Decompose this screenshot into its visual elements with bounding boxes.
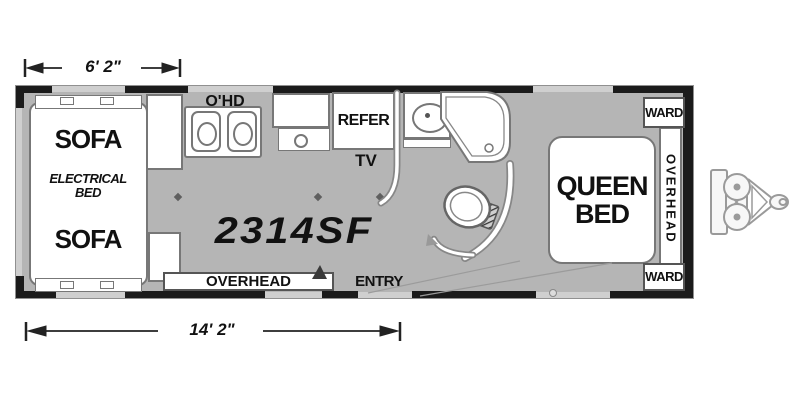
overhead-cabinet-strip-label: OVERHEAD <box>663 153 679 244</box>
wall-segment <box>412 291 536 298</box>
sofa-bed <box>29 102 148 286</box>
propane-tank-icon <box>723 173 751 201</box>
trailer-hitch <box>710 169 789 235</box>
wall-segment <box>125 86 188 93</box>
burner-ring-icon <box>233 122 253 146</box>
wall-segment <box>273 86 533 93</box>
sofa-back-top <box>35 95 142 109</box>
model-number-label: 2314SF <box>214 210 374 251</box>
wardrobe-top: WARD <box>643 97 685 128</box>
sofa-back-tab <box>100 97 114 105</box>
queen-bed-label-2: BED <box>574 199 630 229</box>
kitchen-counter <box>272 93 330 128</box>
wall-right <box>683 86 693 298</box>
refrigerator-label: REFER <box>337 111 390 129</box>
overhead-cabinet-bottom: OVERHEAD <box>163 272 334 291</box>
sofa-back-tab <box>60 281 74 289</box>
sofa-top-label: SOFA <box>54 124 123 154</box>
entry-label: ENTRY <box>355 273 403 290</box>
bath-vanity-shelf <box>403 139 451 148</box>
electrical-bed-line1: ELECTRICAL <box>49 171 127 186</box>
bath-vanity <box>403 92 451 139</box>
kitchen-sink <box>278 128 330 151</box>
bath-sink-drain-icon <box>425 113 430 118</box>
sofa-back-tab <box>60 97 74 105</box>
wall-segment <box>613 86 693 93</box>
electrical-bed-line2: BED <box>75 184 101 200</box>
sofa-bottom-label: SOFA <box>54 224 123 254</box>
wall-segment <box>16 291 56 298</box>
sofa-back-bottom <box>35 278 142 292</box>
sofa-back-tab <box>100 281 114 289</box>
tv-label: TV <box>355 151 377 170</box>
wall-segment <box>610 291 693 298</box>
range-burner-icon <box>227 111 257 152</box>
sink-drain-icon <box>294 134 308 148</box>
wall-segment <box>16 86 24 108</box>
propane-tank-icon <box>723 203 751 231</box>
range-burner-icon <box>191 111 221 152</box>
hitch-coupler-icon <box>769 194 789 210</box>
bath-sink-icon <box>412 103 448 133</box>
wardrobe-bottom: WARD <box>643 263 685 291</box>
dimension-front-width-label: 6' 2" <box>85 57 121 76</box>
wall-segment <box>16 276 24 298</box>
queen-bed: QUEEN BED <box>548 136 656 264</box>
wardrobe-top-label: WARD <box>645 104 683 120</box>
queen-bed-label-1: QUEEN <box>556 170 648 201</box>
burner-ring-icon <box>197 122 217 146</box>
wall-segment <box>125 291 265 298</box>
wall-segment <box>322 291 358 298</box>
electrical-bed-label: ELECTRICAL BED <box>28 172 148 199</box>
dimension-main-length-label: 14' 2" <box>189 320 235 339</box>
overhead-cabinet-bottom-label: OVERHEAD <box>205 272 291 290</box>
refrigerator: REFER <box>332 92 395 150</box>
kitchen-counter-left <box>146 94 183 170</box>
wall-segment <box>16 86 52 93</box>
overhead-cabinet-label-kitchen: O'HD <box>205 93 245 110</box>
wardrobe-bottom-label: WARD <box>645 269 683 285</box>
overhead-cabinet-strip: OVERHEAD <box>659 127 682 270</box>
